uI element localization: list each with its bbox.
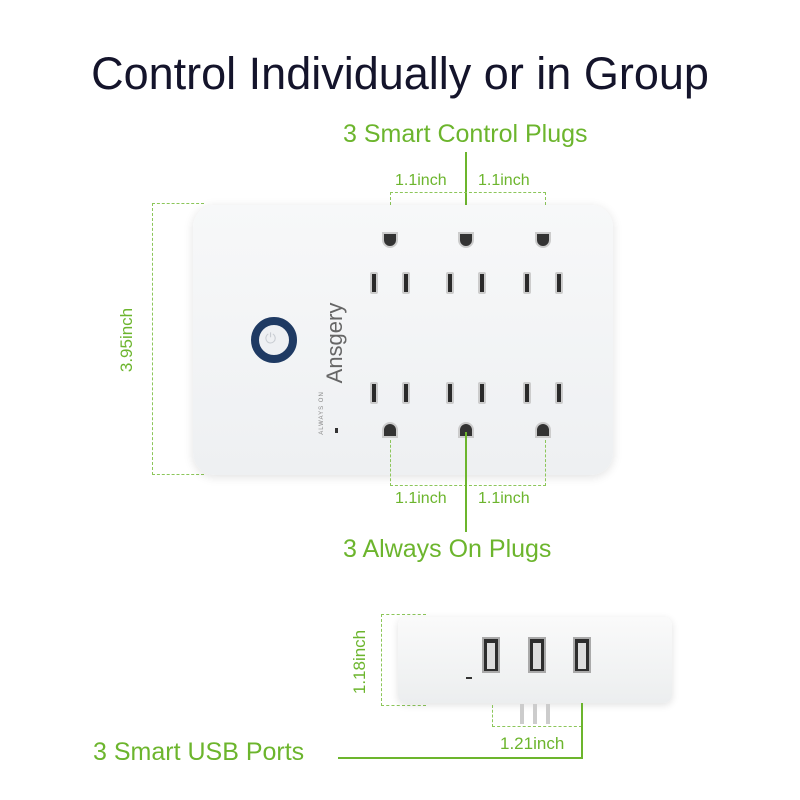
ground-hole xyxy=(535,232,551,248)
plug-prong xyxy=(546,704,550,724)
dim-height-bracket xyxy=(152,203,204,475)
dim-usb-bracket xyxy=(492,705,582,727)
usb-led xyxy=(466,677,472,679)
brand-logo: Ansgery xyxy=(322,302,347,384)
pointer-line xyxy=(581,703,583,759)
plug-prong xyxy=(533,704,537,724)
hot-slot xyxy=(402,382,410,404)
dim-usb-width: 1.21inch xyxy=(500,734,565,753)
dim-top-left: 1.1inch xyxy=(395,172,447,189)
pointer-line xyxy=(465,432,467,532)
neutral-slot xyxy=(446,272,454,294)
neutral-slot xyxy=(446,382,454,404)
ground-hole xyxy=(535,422,551,438)
neutral-slot xyxy=(370,382,378,404)
usb-port xyxy=(528,637,546,673)
dim-bottom-left: 1.1inch xyxy=(395,490,447,507)
power-button[interactable]: ⏻ xyxy=(251,317,297,363)
pointer-line xyxy=(338,757,583,759)
usb-label: 3 Smart USB Ports xyxy=(93,738,305,766)
ground-hole xyxy=(382,422,398,438)
smart-plugs-label: 3 Smart Control Plugs xyxy=(343,120,588,148)
hot-slot xyxy=(555,382,563,404)
always-on-text: ALWAYS ON xyxy=(318,391,325,435)
neutral-slot xyxy=(370,272,378,294)
dim-height: 3.95inch xyxy=(117,307,137,373)
pointer-line xyxy=(465,152,467,240)
neutral-slot xyxy=(523,382,531,404)
always-on-label: 3 Always On Plugs xyxy=(343,535,552,563)
hot-slot xyxy=(402,272,410,294)
usb-port xyxy=(482,637,500,673)
dim-bottom-right: 1.1inch xyxy=(478,490,530,507)
side-view xyxy=(398,617,672,703)
dim-top-right: 1.1inch xyxy=(478,172,530,189)
hot-slot xyxy=(478,272,486,294)
dim-bottom-bracket xyxy=(390,440,546,486)
power-icon: ⏻ xyxy=(265,330,277,346)
dim-depth: 1.18inch xyxy=(350,629,370,695)
dim-depth-bracket xyxy=(381,614,426,706)
page-title: Control Individually or in Group xyxy=(91,48,709,99)
indicator-led xyxy=(335,428,338,433)
neutral-slot xyxy=(523,272,531,294)
ground-hole xyxy=(458,232,474,248)
plug-prong xyxy=(520,704,524,724)
ground-hole xyxy=(382,232,398,248)
hot-slot xyxy=(478,382,486,404)
hot-slot xyxy=(555,272,563,294)
usb-port xyxy=(573,637,591,673)
